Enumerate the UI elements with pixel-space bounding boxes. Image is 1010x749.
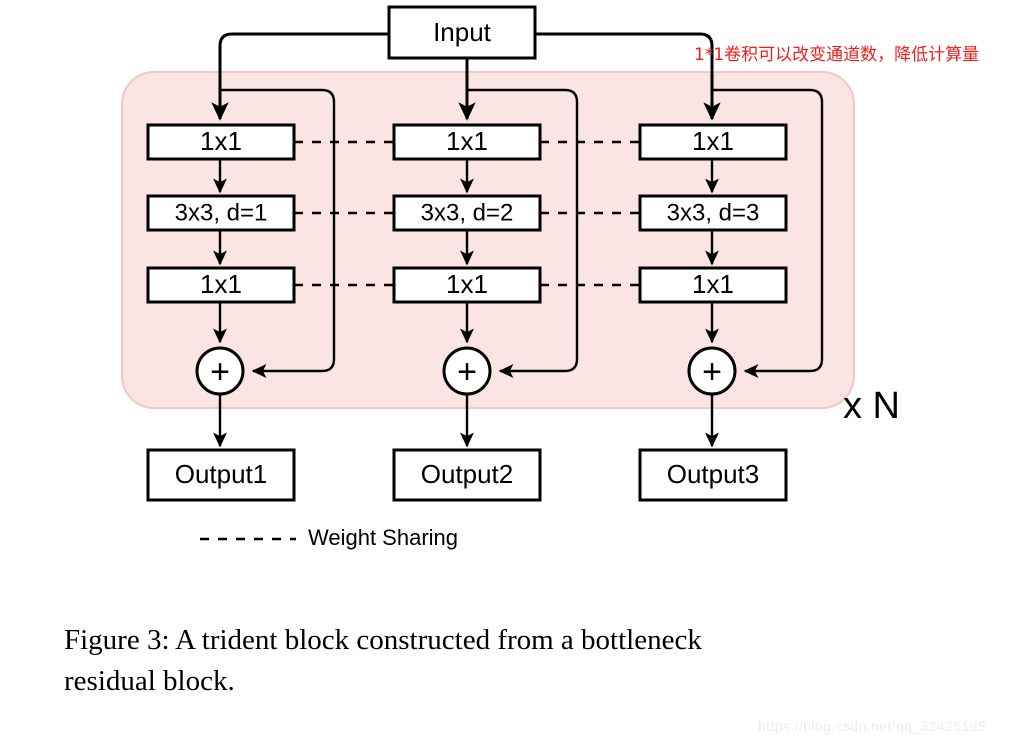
branch-2-layer-3-box[interactable]	[392, 266, 542, 304]
watermark-text: https://blog.csdn.net/qq_32425195	[758, 718, 987, 734]
branch-2-layer-2-box[interactable]	[392, 194, 542, 232]
branch-1-output-label: Output1	[175, 459, 268, 489]
input-to-branch1-line	[218, 32, 389, 116]
branch-1-output-box[interactable]	[146, 448, 296, 502]
branch-1-layer-3-box[interactable]	[146, 266, 296, 304]
figure-caption: Figure 3: A trident block constructed fr…	[64, 620, 944, 702]
annotation-text: 1*1卷积可以改变通道数，降低计算量	[694, 45, 979, 65]
branch-3-plus-symbol: +	[702, 353, 722, 391]
branch-3-skip-connection	[712, 88, 824, 378]
branch-2-output-box[interactable]	[392, 448, 542, 502]
legend-weight-sharing-label: Weight Sharing	[308, 525, 458, 550]
branch-1-skip-connection	[220, 88, 336, 378]
branch-2-layer-2-label: 3x3, d=2	[421, 199, 514, 226]
caption-line-2: residual block.	[64, 665, 235, 698]
input-box[interactable]	[387, 5, 537, 60]
caption-line-1: Figure 3: A trident block constructed fr…	[64, 624, 702, 656]
branch-1-layer-3-label: 1x1	[200, 269, 242, 299]
branch-2-plus-symbol: +	[457, 353, 477, 391]
repeat-count-label: x N	[843, 385, 900, 427]
branch-3-layer-2-label: 3x3, d=3	[667, 199, 760, 226]
branch-2-skip-connection	[467, 88, 579, 378]
branch-2-layer-3-label: 1x1	[446, 269, 488, 299]
branch-1-plus-symbol: +	[210, 353, 230, 391]
branch-2-layer-1-label: 1x1	[446, 126, 488, 156]
branch-3-layer-1-box[interactable]	[638, 123, 788, 161]
branch-1-layer-1-label: 1x1	[200, 126, 242, 156]
input-box-label: Input	[433, 17, 492, 47]
branch-3-layer-1-label: 1x1	[692, 126, 734, 156]
input-to-branch3-line	[535, 32, 714, 116]
trident-block-diagram: Input 1x1 3x3, d=1 1x1 + Output1 1x1	[121, 5, 979, 550]
branch-3-layer-3-label: 1x1	[692, 269, 734, 299]
branch-3-output-label: Output3	[667, 459, 760, 489]
branch-2-output-label: Output2	[421, 459, 514, 489]
branch-1-layer-2-label: 3x3, d=1	[175, 199, 268, 226]
branch-3-output-box[interactable]	[638, 448, 788, 502]
